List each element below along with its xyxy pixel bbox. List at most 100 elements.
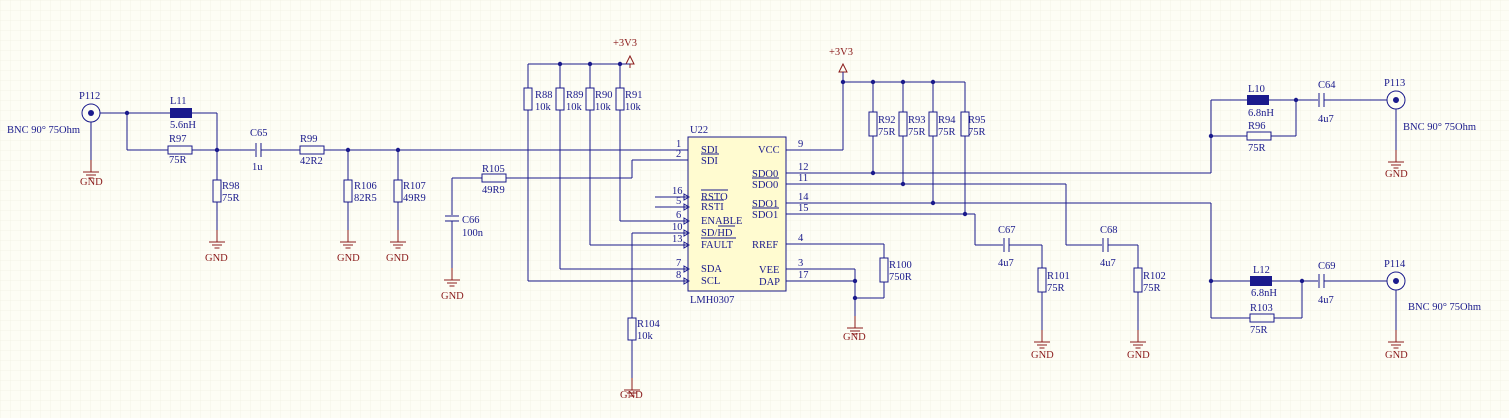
inductor-l10: L10 6.8nH (1247, 84, 1274, 119)
r94-value: 75R (938, 127, 956, 138)
r100-ref: R100 (889, 260, 912, 271)
ic-pin-num: 5 (676, 196, 681, 207)
r105-value: 49R9 (482, 185, 505, 196)
ic-pin-num: 1 (676, 139, 681, 150)
c66-ref: C66 (462, 215, 480, 226)
gnd-label: GND (386, 253, 409, 264)
gnd-label: GND (843, 332, 866, 343)
r106-value: 82R5 (354, 193, 377, 204)
pullup-section: +3V3 R88 10k R89 10k R90 10k R91 10k (523, 38, 678, 401)
r92-ref: R92 (878, 115, 896, 126)
ic-pin-name: SDO1 (752, 199, 778, 210)
gnd-label: GND (620, 390, 643, 401)
ic-pin-num: 6 (676, 210, 681, 221)
r96-value: 75R (1248, 143, 1266, 154)
ic-pin-num: 15 (798, 203, 809, 214)
output-section: +3V3 R92 75R R93 75R R94 75R R95 (798, 47, 1481, 361)
r92-value: 75R (878, 127, 896, 138)
r91-ref: R91 (625, 90, 643, 101)
power-label: +3V3 (829, 47, 853, 58)
c65-value: 1u (252, 162, 263, 173)
r102-value: 75R (1143, 283, 1161, 294)
r107-ref: R107 (403, 181, 426, 192)
input-section: P112 BNC 90° 75Ohm GND L11 5.6nH R97 75R… (7, 91, 678, 302)
r93-ref: R93 (908, 115, 926, 126)
ic-pin-name: SCL (701, 276, 720, 287)
inductor-l11: L11 5.6nH (170, 96, 196, 131)
l12-value: 6.8nH (1251, 288, 1277, 299)
ic-pin-num: 4 (798, 233, 804, 244)
r91-value: 10k (625, 102, 642, 113)
r97-ref: R97 (169, 134, 187, 145)
p113-ref: P113 (1384, 78, 1405, 89)
r101-value: 75R (1047, 283, 1065, 294)
r89-value: 10k (566, 102, 583, 113)
r90-value: 10k (595, 102, 612, 113)
r96-ref: R96 (1248, 121, 1266, 132)
gnd-label: GND (80, 177, 103, 188)
p113-desc: BNC 90° 75Ohm (1403, 122, 1476, 133)
ic-pin-num: 10 (672, 222, 683, 233)
p114-ref: P114 (1384, 259, 1406, 270)
c67-value: 4u7 (998, 258, 1014, 269)
c68-value: 4u7 (1100, 258, 1116, 269)
p114-desc: BNC 90° 75Ohm (1408, 302, 1481, 313)
r95-ref: R95 (968, 115, 986, 126)
ic-pin-num: 17 (798, 270, 809, 281)
r107-value: 49R9 (403, 193, 426, 204)
ic-pin-num: 13 (672, 234, 683, 245)
r99-ref: R99 (300, 134, 318, 145)
r94-ref: R94 (938, 115, 956, 126)
r88-ref: R88 (535, 90, 553, 101)
ic-pin-name: ENABLE (701, 216, 742, 227)
ic-pin-num: 12 (798, 162, 809, 173)
ic-pin-name: SDO0 (752, 169, 778, 180)
ic-pin-name: VCC (758, 145, 780, 156)
l10-ref: L10 (1248, 84, 1265, 95)
ic-pin-num: 11 (798, 173, 808, 184)
c64-value: 4u7 (1318, 114, 1334, 125)
ic-pin-name: SDI (701, 156, 718, 167)
inductor-l12: L12 6.8nH (1250, 265, 1277, 299)
l11-ref: L11 (170, 96, 187, 107)
r98-ref: R98 (222, 181, 240, 192)
r105-ref: R105 (482, 164, 505, 175)
ic-pin-name: SDO0 (752, 180, 778, 191)
ic-pin-num: 3 (798, 258, 803, 269)
r102-ref: R102 (1143, 271, 1166, 282)
ic-pin-num: 2 (676, 149, 681, 160)
ic-pin-name: SDO1 (752, 210, 778, 221)
ic-pin-name: SDA (701, 264, 722, 275)
c65-ref: C65 (250, 128, 268, 139)
ic-u22: U22 LMH0307 1 2 16 5 6 10 13 7 8 SDI SDI… (672, 125, 809, 306)
r98-value: 75R (222, 193, 240, 204)
power-label: +3V3 (613, 38, 637, 49)
ic-ref: U22 (690, 125, 708, 136)
ic-pin-name: RREF (752, 240, 778, 251)
c67-ref: C67 (998, 225, 1016, 236)
ic-left-pins: 1 2 16 5 6 10 13 7 8 SDI SDI RSTO RSTI E… (672, 139, 742, 287)
ic-pin-name: RSTO (701, 192, 728, 203)
r104-ref: R104 (637, 319, 661, 330)
r104-value: 10k (637, 331, 654, 342)
l12-ref: L12 (1253, 265, 1270, 276)
c68-ref: C68 (1100, 225, 1118, 236)
ic-pin-num: 7 (676, 258, 681, 269)
r88-value: 10k (535, 102, 552, 113)
ic-pin-num: 9 (798, 139, 803, 150)
r95-value: 75R (968, 127, 986, 138)
l11-value: 5.6nH (170, 120, 196, 131)
ic-pin-name: SDI (701, 145, 718, 156)
ic-pin-num: 14 (798, 192, 809, 203)
ic-pin-name: SD/HD (701, 228, 733, 239)
l10-value: 6.8nH (1248, 108, 1274, 119)
r103-value: 75R (1250, 325, 1268, 336)
gnd-label: GND (1385, 350, 1408, 361)
c66-value: 100n (462, 228, 484, 239)
r99-value: 42R2 (300, 156, 323, 167)
ic-pin-name: DAP (759, 277, 780, 288)
r89-ref: R89 (566, 90, 584, 101)
gnd-label: GND (1031, 350, 1054, 361)
p112-ref: P112 (79, 91, 100, 102)
